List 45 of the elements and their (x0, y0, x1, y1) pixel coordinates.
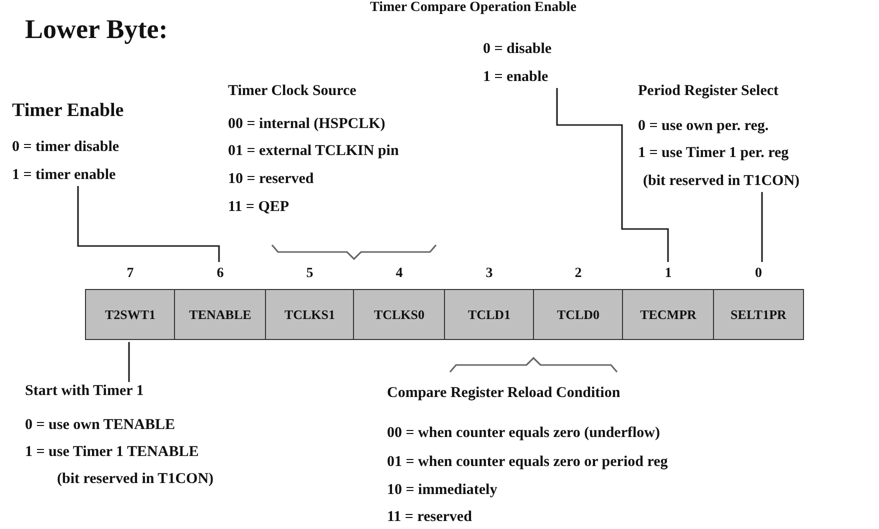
value-description: 01 = external TCLKIN pin (228, 142, 399, 160)
value-description: 0 = timer disable (12, 138, 120, 156)
value-description: 1 = timer enable (12, 166, 116, 184)
bit-number: 2 (574, 266, 583, 282)
value-description: 0 = use own TENABLE (25, 416, 175, 434)
field-heading: Timer Clock Source (228, 82, 356, 100)
register-bit-field: TCLD1 (444, 289, 534, 340)
bit-number: 6 (216, 266, 225, 282)
value-description: 00 = internal (HSPCLK) (228, 115, 386, 133)
value-description: 11 = reserved (387, 508, 472, 526)
bit-number: 4 (394, 266, 404, 282)
value-description: 10 = immediately (387, 481, 498, 499)
value-description: (bit reserved in T1CON) (57, 470, 214, 488)
bit-number: 3 (484, 266, 494, 282)
value-description: 01 = when counter equals zero or period reg (387, 453, 668, 471)
value-description: 00 = when counter equals zero (underflow) (387, 424, 660, 442)
bit-number: 1 (664, 266, 673, 282)
value-description: 1 = use Timer 1 TENABLE (25, 443, 199, 461)
leader-line (761, 192, 763, 262)
register-bit-field: TCLD0 (533, 289, 624, 340)
field-heading: Period Register Select (638, 82, 779, 100)
register-bit-field: SELT1PR (713, 289, 804, 340)
field-heading: Start with Timer 1 (25, 382, 144, 400)
value-description: 1 = use Timer 1 per. reg (638, 144, 789, 162)
leader-line (128, 342, 130, 382)
value-description: 0 = disable (483, 40, 552, 58)
value-description: 11 = QEP (228, 198, 290, 216)
title: Lower Byte: (25, 14, 168, 45)
register-bit-field: TCLKS0 (353, 289, 446, 340)
register-bit-field: T2SWT1 (85, 289, 176, 340)
bit-number: 0 (754, 266, 763, 282)
register-bit-field: TENABLE (174, 289, 266, 340)
value-description: 1 = enable (483, 68, 548, 86)
value-description: 10 = reserved (228, 170, 314, 188)
bit-number: 7 (126, 266, 135, 282)
field-heading: Timer Enable (12, 100, 124, 123)
bit-number: 5 (305, 266, 314, 282)
value-description: 0 = use own per. reg. (638, 117, 769, 135)
value-description: (bit reserved in T1CON) (643, 172, 800, 190)
register-bit-field: TECMPR (622, 289, 714, 340)
field-heading: Timer Compare Operation Enable (370, 0, 576, 17)
leader-line (77, 186, 220, 262)
field-heading: Compare Register Reload Condition (387, 384, 620, 402)
leader-line (556, 88, 669, 262)
register-bit-field: TCLKS1 (265, 289, 354, 340)
